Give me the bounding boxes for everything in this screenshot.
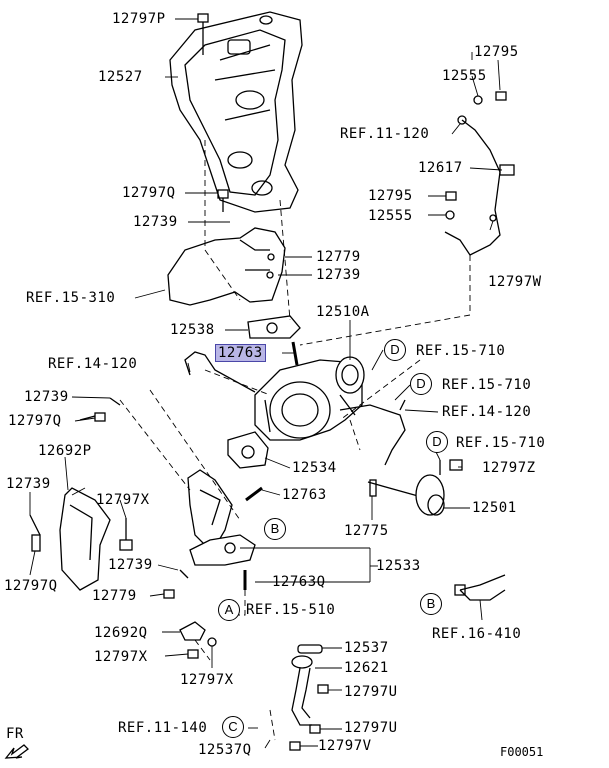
gasket-12534 bbox=[227, 431, 269, 469]
oil-pipe-12617 bbox=[444, 115, 515, 256]
label-ref-11-140[interactable]: REF.11-140 bbox=[118, 720, 208, 736]
label-12775[interactable]: 12775 bbox=[344, 523, 389, 539]
label-12797U-upper[interactable]: 12797U bbox=[344, 684, 398, 700]
bolt-12797X-left bbox=[119, 518, 133, 551]
label-12763-highlighted[interactable]: 12763 bbox=[215, 344, 266, 362]
label-12534[interactable]: 12534 bbox=[292, 460, 337, 476]
label-12739-right[interactable]: 12739 bbox=[316, 267, 361, 283]
front-direction-arrow bbox=[4, 744, 29, 759]
label-12617[interactable]: 12617 bbox=[418, 160, 463, 176]
label-12797Q-left[interactable]: 12797Q bbox=[8, 413, 62, 429]
label-12797X-bottom[interactable]: 12797X bbox=[180, 672, 234, 688]
label-12692Q[interactable]: 12692Q bbox=[94, 625, 148, 641]
callout-B-1: B bbox=[264, 518, 286, 540]
label-12797P[interactable]: 12797P bbox=[112, 11, 166, 27]
label-12797V[interactable]: 12797V bbox=[318, 738, 372, 754]
label-12797U-lower[interactable]: 12797U bbox=[344, 720, 398, 736]
label-12779-lower[interactable]: 12779 bbox=[92, 588, 137, 604]
callout-B-2: B bbox=[420, 593, 442, 615]
label-ref-14-120-left[interactable]: REF.14-120 bbox=[48, 356, 138, 372]
label-12527[interactable]: 12527 bbox=[98, 69, 143, 85]
label-ref-15-710-b[interactable]: REF.15-710 bbox=[442, 377, 532, 393]
label-ref-15-310[interactable]: REF.15-310 bbox=[26, 290, 116, 306]
gasket-12538 bbox=[247, 315, 301, 339]
label-12555-upper[interactable]: 12555 bbox=[442, 68, 487, 84]
callout-D-1: D bbox=[384, 339, 406, 361]
label-12795-lower[interactable]: 12795 bbox=[368, 188, 413, 204]
label-12537Q[interactable]: 12537Q bbox=[198, 742, 252, 758]
eye-bolts-right bbox=[445, 91, 507, 222]
callout-D-2: D bbox=[410, 373, 432, 395]
heat-shield-12527 bbox=[169, 11, 303, 213]
label-12555-lower[interactable]: 12555 bbox=[368, 208, 413, 224]
label-12538[interactable]: 12538 bbox=[170, 322, 215, 338]
stud-12763-middle bbox=[245, 486, 263, 502]
callout-D-3: D bbox=[426, 431, 448, 453]
label-ref-15-710-c[interactable]: REF.15-710 bbox=[456, 435, 546, 451]
callout-C: C bbox=[222, 716, 244, 738]
leader-lines bbox=[29, 18, 503, 749]
callout-A: A bbox=[218, 599, 240, 621]
label-12797W[interactable]: 12797W bbox=[488, 274, 542, 290]
label-12795-upper[interactable]: 12795 bbox=[474, 44, 519, 60]
label-12739-far-left[interactable]: 12739 bbox=[6, 476, 51, 492]
label-12621[interactable]: 12621 bbox=[344, 660, 389, 676]
label-ref-15-510[interactable]: REF.15-510 bbox=[246, 602, 336, 618]
label-12797Q-upper[interactable]: 12797Q bbox=[122, 185, 176, 201]
bolt-12797P bbox=[197, 13, 209, 55]
label-12797Q-lower[interactable]: 12797Q bbox=[4, 578, 58, 594]
label-12797X-upper[interactable]: 12797X bbox=[96, 492, 150, 508]
label-12763[interactable]: 12763 bbox=[282, 487, 327, 503]
label-12739-upper[interactable]: 12739 bbox=[133, 214, 178, 230]
label-12797Z[interactable]: 12797Z bbox=[482, 460, 536, 476]
label-ref-16-410[interactable]: REF.16-410 bbox=[432, 626, 522, 642]
support-bracket-middle bbox=[187, 469, 233, 554]
figure-code: F00051 bbox=[500, 745, 544, 759]
label-12779-upper[interactable]: 12779 bbox=[316, 249, 361, 265]
actuator-12501 bbox=[367, 460, 445, 516]
sensor-connector bbox=[454, 574, 506, 601]
water-pipe-right bbox=[339, 399, 406, 466]
label-12510A[interactable]: 12510A bbox=[316, 304, 370, 320]
label-ref-14-120-right[interactable]: REF.14-120 bbox=[442, 404, 532, 420]
oil-return-pipe-12621 bbox=[289, 644, 329, 751]
bolt-12797Q-upper bbox=[217, 189, 229, 212]
label-ref-11-120[interactable]: REF.11-120 bbox=[340, 126, 430, 142]
label-12533[interactable]: 12533 bbox=[376, 558, 421, 574]
bracket-12692P bbox=[59, 487, 111, 591]
label-12692P[interactable]: 12692P bbox=[38, 443, 92, 459]
label-12537[interactable]: 12537 bbox=[344, 640, 389, 656]
heat-protector-lower bbox=[167, 227, 286, 306]
turbocharger-12510A bbox=[254, 356, 365, 441]
bracket-12533 bbox=[189, 534, 256, 566]
label-12739-left[interactable]: 12739 bbox=[24, 389, 69, 405]
water-pipe-left bbox=[184, 351, 256, 393]
label-12763Q[interactable]: 12763Q bbox=[272, 574, 326, 590]
label-ref-15-710-a[interactable]: REF.15-710 bbox=[416, 343, 506, 359]
front-direction-label: FR bbox=[6, 726, 24, 742]
label-12739-lower[interactable]: 12739 bbox=[108, 557, 153, 573]
label-12501[interactable]: 12501 bbox=[472, 500, 517, 516]
stud-12763-upper bbox=[291, 341, 299, 366]
label-12797X-lower[interactable]: 12797X bbox=[94, 649, 148, 665]
reference-dashed-lines bbox=[119, 140, 471, 741]
bracket-12692Q bbox=[179, 621, 217, 659]
